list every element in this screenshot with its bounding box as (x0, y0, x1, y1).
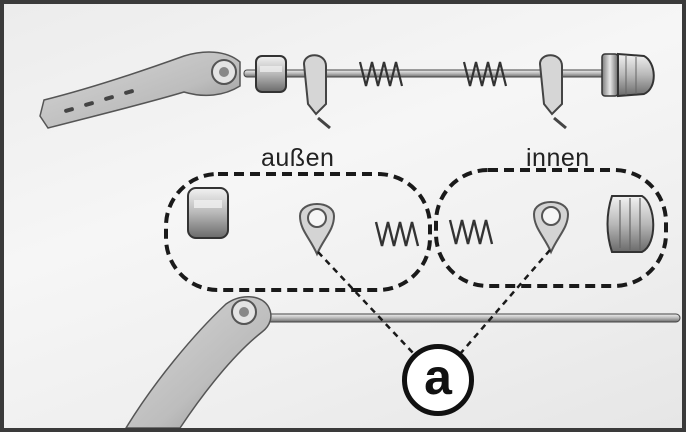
top-washer-right (538, 54, 563, 116)
callout-a: a (402, 344, 474, 416)
top-spring-right (462, 61, 508, 87)
bottom-lever (125, 296, 272, 428)
leader-line-outer (317, 251, 415, 355)
leader-line-inner (459, 249, 551, 355)
outer-cam-nut (187, 187, 229, 239)
inner-parts-group (434, 168, 668, 288)
label-inner: innen (526, 144, 590, 172)
top-spring-left (358, 61, 404, 87)
parts-illustration (39, 51, 681, 428)
inner-end-nut (606, 195, 655, 253)
inner-washer (532, 201, 570, 255)
lever-slots (64, 89, 134, 113)
bottom-skewer (125, 296, 681, 428)
outer-washer (298, 203, 336, 257)
assembled-skewer (39, 51, 655, 130)
top-washer-left (302, 54, 327, 116)
outer-parts-group (164, 172, 432, 292)
outer-spring (374, 221, 420, 247)
top-end-nut (601, 52, 655, 98)
bottom-lever-pivot-hole (239, 307, 249, 317)
lever-pivot-hole (219, 67, 229, 77)
top-cam-nut (255, 55, 287, 93)
inner-spring (448, 219, 494, 245)
label-outer: außen (261, 144, 335, 172)
top-lever (39, 51, 241, 129)
bottom-rod (261, 313, 681, 323)
callout-letter: a (424, 349, 452, 405)
